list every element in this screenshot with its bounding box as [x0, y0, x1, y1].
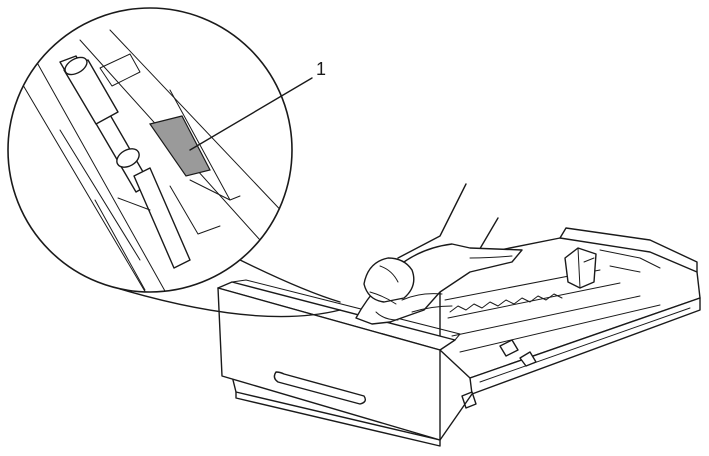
hand-with-cloth	[355, 183, 523, 325]
paper-tray	[231, 227, 701, 447]
zoom-circle-border	[7, 7, 293, 293]
zoom-connector-upper	[229, 254, 341, 303]
zoom-connector-lower	[119, 288, 341, 318]
tray-front-cover	[217, 279, 461, 441]
zoom-detail-view	[19, 29, 291, 292]
separation-pad	[149, 115, 211, 177]
callout-label-1: 1	[316, 59, 326, 79]
callout-leader-line	[189, 77, 313, 151]
zoom-callout	[7, 7, 341, 318]
